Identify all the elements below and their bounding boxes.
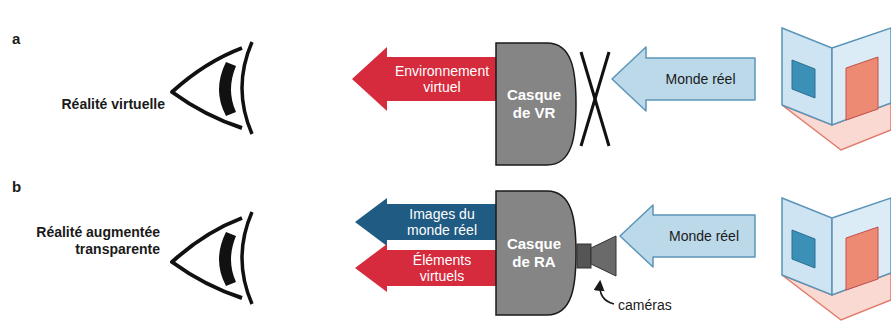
arrow-label: Images du monde réel — [391, 206, 493, 238]
callout-arrow — [600, 282, 614, 304]
virtual-arrow: Éléments virtuels — [355, 244, 497, 292]
eye-icon — [172, 42, 252, 134]
headset-label: Casque de RA — [499, 235, 569, 271]
headset-label: Casque de VR — [499, 86, 569, 122]
headset-outline — [496, 43, 576, 165]
image-arrow: Images du monde réel — [355, 198, 497, 246]
text-area: Casque de RA — [499, 190, 569, 316]
arrow-label: Monde réel — [669, 228, 739, 244]
callout-label: caméras — [618, 297, 698, 314]
arrow-label: Environnement virtuel — [391, 63, 493, 95]
row-label: Réalité augmentée transparente — [20, 224, 160, 258]
text-area: Monde réel — [657, 215, 751, 257]
arrow-label: Éléments virtuels — [391, 252, 493, 284]
text-area: Monde réel — [650, 58, 751, 100]
text-area: Images du monde réel — [391, 204, 493, 240]
panel-letter: a — [12, 30, 32, 48]
row-label: Réalité virtuelle — [40, 96, 165, 113]
arrow-outline — [355, 198, 497, 246]
text-area: Casque de VR — [499, 42, 569, 166]
arrow-outline — [620, 205, 755, 267]
arrow-outline — [612, 47, 755, 111]
panel-letter: b — [12, 178, 32, 196]
real-world-arrow: Monde réel — [620, 205, 755, 267]
headset-shape: Casque de RA — [495, 190, 577, 316]
eye-icon — [172, 212, 252, 304]
room-illustration — [782, 198, 891, 320]
text-area: Environnement virtuel — [391, 57, 493, 101]
room-illustration — [782, 28, 891, 150]
virtual-arrow: Environnement virtuel — [352, 47, 497, 111]
arrow-outline — [352, 47, 497, 111]
headset-outline — [496, 191, 576, 315]
headset-shape: Casque de VR — [495, 42, 577, 166]
real-world-arrow: Monde réel — [612, 47, 755, 111]
camera-symbol — [577, 236, 616, 276]
arrow-label: Monde réel — [665, 71, 735, 87]
blocked-mark — [581, 52, 609, 146]
text-area: Éléments virtuels — [391, 250, 493, 286]
arrow-outline — [355, 244, 497, 292]
